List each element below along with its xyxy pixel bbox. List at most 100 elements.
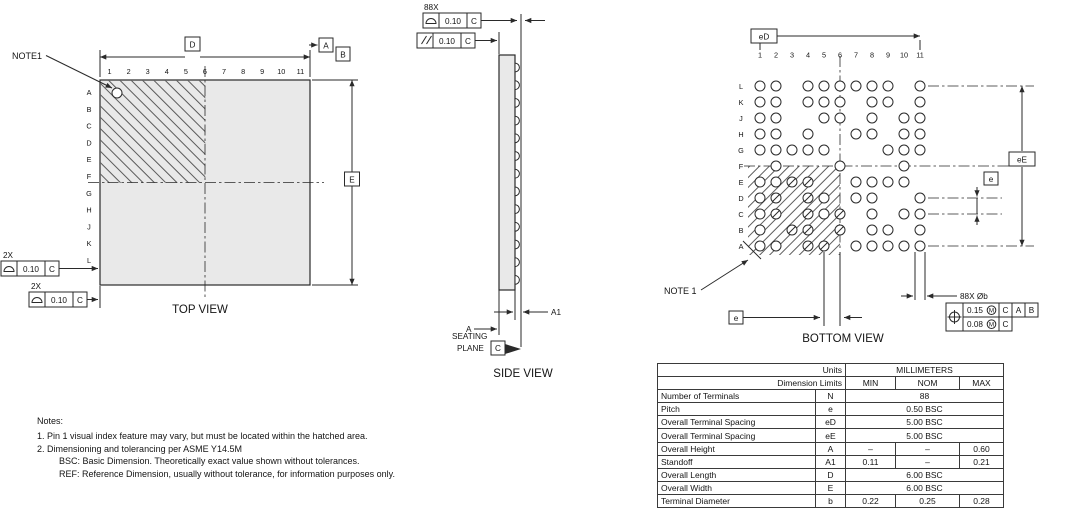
- side-view: 88X 0.10 C 0.10 C A1 A SEATING PLANE C S…: [416, 3, 561, 380]
- ball-callout-label: 88X Øb: [960, 292, 988, 301]
- side-ball: [514, 151, 520, 161]
- top-view-title: TOP VIEW: [172, 304, 228, 316]
- profile-surface-icon: [425, 18, 437, 24]
- bottom-row-letter: B: [739, 226, 744, 235]
- terminal-ball: [834, 160, 846, 172]
- side-ball: [514, 133, 520, 144]
- datum-c-triangle: [505, 344, 521, 354]
- terminal-ball: [754, 128, 766, 140]
- terminal-ball: [754, 112, 766, 124]
- top-col-number: 10: [277, 67, 285, 76]
- parallelism-icon: [426, 35, 432, 45]
- ball-cross: [804, 242, 812, 250]
- note-item-1: 1. Pin 1 visual index feature may vary, …: [37, 431, 368, 442]
- ball-cross: [836, 210, 844, 218]
- ball-cross: [804, 194, 812, 202]
- bottom-col-number: 11: [916, 51, 924, 60]
- top-row-letter: F: [87, 172, 92, 181]
- terminal-ball: [818, 208, 830, 220]
- terminal-ball: [770, 176, 782, 188]
- terminal-ball: [866, 208, 878, 220]
- terminal-ball: [914, 144, 926, 156]
- fcf-parallel-tolerance: 0.10: [439, 37, 455, 46]
- fcf2-datum: C: [77, 296, 83, 305]
- top-row-letter: J: [87, 222, 91, 231]
- ball-cross: [804, 210, 812, 218]
- terminal-ball: [834, 80, 846, 92]
- terminal-ball: [770, 112, 782, 124]
- dim-d: D: [99, 36, 311, 77]
- fcf1-datum: C: [49, 265, 55, 274]
- bottom-row-letter: D: [738, 194, 743, 203]
- notes-heading: Notes:: [37, 416, 64, 426]
- package-side-body: [498, 54, 516, 291]
- top-row-letter: A: [87, 88, 92, 97]
- top-row-letter: C: [86, 122, 91, 131]
- notes-section: Notes: 1. Pin 1 visual index feature may…: [37, 415, 395, 480]
- ball-cross: [804, 178, 812, 186]
- terminal-ball: [802, 128, 814, 140]
- terminal-ball: [818, 80, 830, 92]
- terminal-ball: [834, 112, 846, 124]
- dimension-table: Units MILLIMETERS Dimension Limits MIN N…: [657, 362, 1004, 509]
- dim-a1-label: A1: [551, 308, 561, 317]
- qty-88x-label: 88X: [424, 3, 439, 12]
- terminal-ball: [866, 96, 878, 108]
- terminal-ball: [818, 96, 830, 108]
- side-ball: [514, 204, 520, 215]
- side-ball: [514, 274, 520, 285]
- ball-grid: [754, 80, 926, 252]
- bottom-row-letter: A: [739, 242, 744, 251]
- bottom-row-letter: K: [739, 98, 744, 107]
- pin1-corner-chamfer: [742, 240, 762, 260]
- terminal-ball: [898, 208, 910, 220]
- top-row-letter: B: [87, 105, 92, 114]
- qty-2x-label-1: 2X: [3, 251, 14, 260]
- dim-e-right: e: [928, 171, 1002, 225]
- terminal-ball: [866, 224, 878, 236]
- fcf-pos2-tolerance: 0.08: [967, 320, 983, 329]
- bottom-col-number: 5: [822, 51, 826, 60]
- qty-2x-label-2: 2X: [31, 282, 42, 291]
- fcf2-tolerance: 0.10: [51, 296, 67, 305]
- top-row-letter: H: [86, 206, 91, 215]
- terminal-ball: [850, 176, 862, 188]
- terminal-ball: [866, 192, 878, 204]
- side-view-balls: [514, 62, 520, 285]
- col-header-min: MIN: [845, 376, 896, 391]
- dim-a-label: A: [466, 325, 472, 334]
- side-ball: [514, 97, 520, 108]
- fcf-pos-tolerance: 0.15: [967, 306, 983, 315]
- note1-label: NOTE1: [12, 51, 42, 61]
- fcf-parallelism: 0.10 C: [416, 32, 476, 49]
- terminal-ball: [754, 96, 766, 108]
- ball-cross: [788, 226, 796, 234]
- terminal-ball: [898, 160, 910, 172]
- mmc-modifier-icon: [986, 305, 997, 316]
- terminal-ball: [754, 208, 766, 220]
- fcf-profile-tolerance: 0.10: [445, 17, 461, 26]
- datum-c-label: C: [495, 344, 501, 353]
- terminal-ball: [914, 128, 926, 140]
- terminal-ball: [898, 176, 910, 188]
- terminal-ball: [802, 80, 814, 92]
- terminal-ball: [898, 112, 910, 124]
- ball-cross: [820, 242, 828, 250]
- note-item-2-bsc: BSC: Basic Dimension. Theoretically exac…: [59, 456, 360, 467]
- side-ball: [514, 257, 520, 268]
- bottom-col-number: 9: [886, 51, 890, 60]
- drawing-canvas: NOTE1 D A B E 2X 0.10 C 2X: [0, 3, 1039, 380]
- terminal-ball: [786, 144, 798, 156]
- bottom-row-letter: F: [739, 162, 744, 171]
- bottom-row-letter: C: [738, 210, 743, 219]
- top-col-number: 8: [241, 67, 245, 76]
- terminal-ball: [882, 80, 894, 92]
- mmc-modifier-letter: M: [989, 308, 994, 315]
